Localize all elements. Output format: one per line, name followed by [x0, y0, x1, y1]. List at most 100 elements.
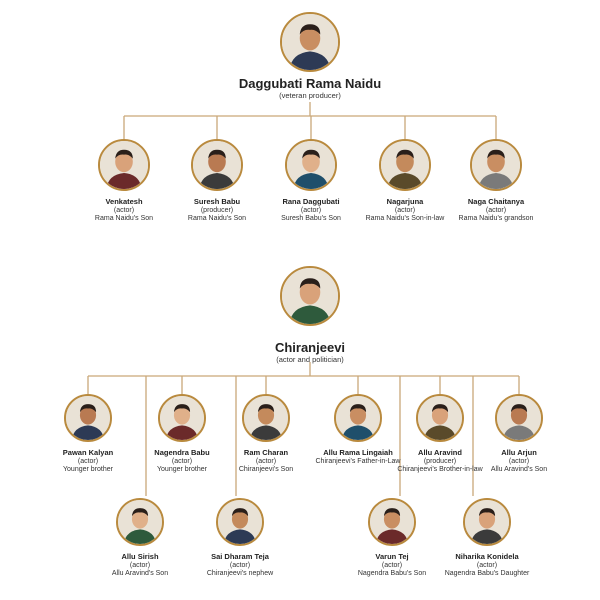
person-role: (producer) [200, 206, 234, 214]
person-name: Nagendra Babu [154, 448, 210, 457]
person-role: (actor) [129, 561, 151, 569]
person-relation: Allu Aravind's Son [490, 465, 548, 473]
person-relation: Chiranjeevi's Father-in-Law [315, 457, 401, 465]
person-label: Venkatesh(actor)Rama Naidu's Son [69, 197, 179, 223]
person-relation: Allu Aravind's Son [111, 569, 169, 577]
person-role: (actor) [171, 457, 193, 465]
person-name: Allu Rama Lingaiah [323, 448, 393, 457]
portrait-icon [100, 141, 148, 189]
portrait-icon [287, 141, 335, 189]
avatar [416, 394, 464, 442]
person-name: Daggubati Rama Naidu [238, 76, 382, 91]
person-role: (veteran producer) [279, 90, 341, 100]
person-relation: Suresh Babu's Son [281, 214, 341, 222]
avatar [158, 394, 206, 442]
person-relation: Rama Naidu's Son [94, 214, 154, 222]
person-role: (actor) [300, 206, 322, 214]
portrait-icon [336, 396, 380, 440]
person-role: (actor) [394, 206, 416, 214]
person-name: Niharika Konidela [455, 552, 519, 561]
person-name: Naga Chaitanya [467, 197, 525, 206]
person-name: Nagarjuna [386, 197, 424, 206]
person-label: Daggubati Rama Naidu(veteran producer) [230, 76, 390, 101]
person-role: (producer) [423, 457, 457, 465]
person-name: Suresh Babu [193, 197, 241, 206]
person-role: (actor) [485, 206, 507, 214]
person-name: Rana Daggubati [282, 197, 340, 206]
person-role: (actor) [77, 457, 99, 465]
person-label: Sai Dharam Teja(actor)Chiranjeevi's neph… [185, 552, 295, 578]
person-name: Venkatesh [105, 197, 143, 206]
avatar [368, 498, 416, 546]
portrait-icon [418, 396, 462, 440]
avatar [379, 139, 431, 191]
person-label: Naga Chaitanya(actor)Rama Naidu's grands… [441, 197, 551, 223]
avatar [280, 12, 340, 72]
person-name: Allu Aravind [418, 448, 462, 457]
person-role: (actor) [508, 457, 530, 465]
person-relation: Chiranjeevi's Son [238, 465, 294, 473]
portrait-icon [370, 500, 414, 544]
avatar [470, 139, 522, 191]
person-name: Ram Charan [243, 448, 289, 457]
avatar [116, 498, 164, 546]
person-label: Nagarjuna(actor)Rama Naidu's Son-in-law [350, 197, 460, 223]
person-name: Allu Arjun [501, 448, 537, 457]
avatar [285, 139, 337, 191]
person-label: Allu Sirish(actor)Allu Aravind's Son [85, 552, 195, 578]
person-relation: Younger brother [157, 465, 207, 473]
person-name: Allu Sirish [121, 552, 159, 561]
portrait-icon [465, 500, 509, 544]
avatar [242, 394, 290, 442]
avatar [64, 394, 112, 442]
person-relation: Rama Naidu's Son-in-law [365, 214, 445, 222]
avatar [216, 498, 264, 546]
person-name: Varun Tej [375, 552, 409, 561]
person-role: (actor) [476, 561, 498, 569]
avatar [98, 139, 150, 191]
portrait-icon [218, 500, 262, 544]
avatar [334, 394, 382, 442]
person-label: Rana Daggubati(actor)Suresh Babu's Son [256, 197, 366, 223]
person-label: Ram Charan(actor)Chiranjeevi's Son [211, 448, 321, 474]
person-role: (actor) [113, 206, 135, 214]
person-relation: Younger brother [63, 465, 113, 473]
person-label: Pawan Kalyan(actor)Younger brother [33, 448, 143, 474]
portrait-icon [381, 141, 429, 189]
person-role: (actor) [255, 457, 277, 465]
portrait-icon [282, 268, 338, 324]
person-name: Pawan Kalyan [62, 448, 114, 457]
avatar [280, 266, 340, 326]
portrait-icon [472, 141, 520, 189]
person-name: Sai Dharam Teja [211, 552, 269, 561]
person-label: Allu Aravind(producer)Chiranjeevi's Brot… [385, 448, 495, 474]
portrait-icon [497, 396, 541, 440]
person-relation: Nagendra Babu's Son [357, 569, 427, 577]
portrait-icon [160, 396, 204, 440]
person-role: (actor) [229, 561, 251, 569]
portrait-icon [118, 500, 162, 544]
person-label: Allu Arjun(actor)Allu Aravind's Son [464, 448, 574, 474]
person-label: Niharika Konidela(actor)Nagendra Babu's … [432, 552, 542, 578]
person-relation: Nagendra Babu's Daughter [444, 569, 530, 577]
person-label: Varun Tej(actor)Nagendra Babu's Son [337, 552, 447, 578]
portrait-icon [282, 14, 338, 70]
person-label: Suresh Babu(producer)Rama Naidu's Son [162, 197, 272, 223]
avatar [495, 394, 543, 442]
person-relation: Rama Naidu's grandson [458, 214, 534, 222]
avatar [463, 498, 511, 546]
portrait-icon [244, 396, 288, 440]
portrait-icon [66, 396, 110, 440]
person-label: Nagendra Babu(actor)Younger brother [127, 448, 237, 474]
person-role: (actor) [381, 561, 403, 569]
portrait-icon [193, 141, 241, 189]
avatar [191, 139, 243, 191]
person-name: Chiranjeevi [274, 340, 346, 355]
person-relation: Chiranjeevi's nephew [206, 569, 274, 577]
person-relation: Rama Naidu's Son [187, 214, 247, 222]
person-label: Chiranjeevi(actor and politician) [230, 340, 390, 365]
person-relation: Chiranjeevi's Brother-in-law [397, 465, 483, 473]
